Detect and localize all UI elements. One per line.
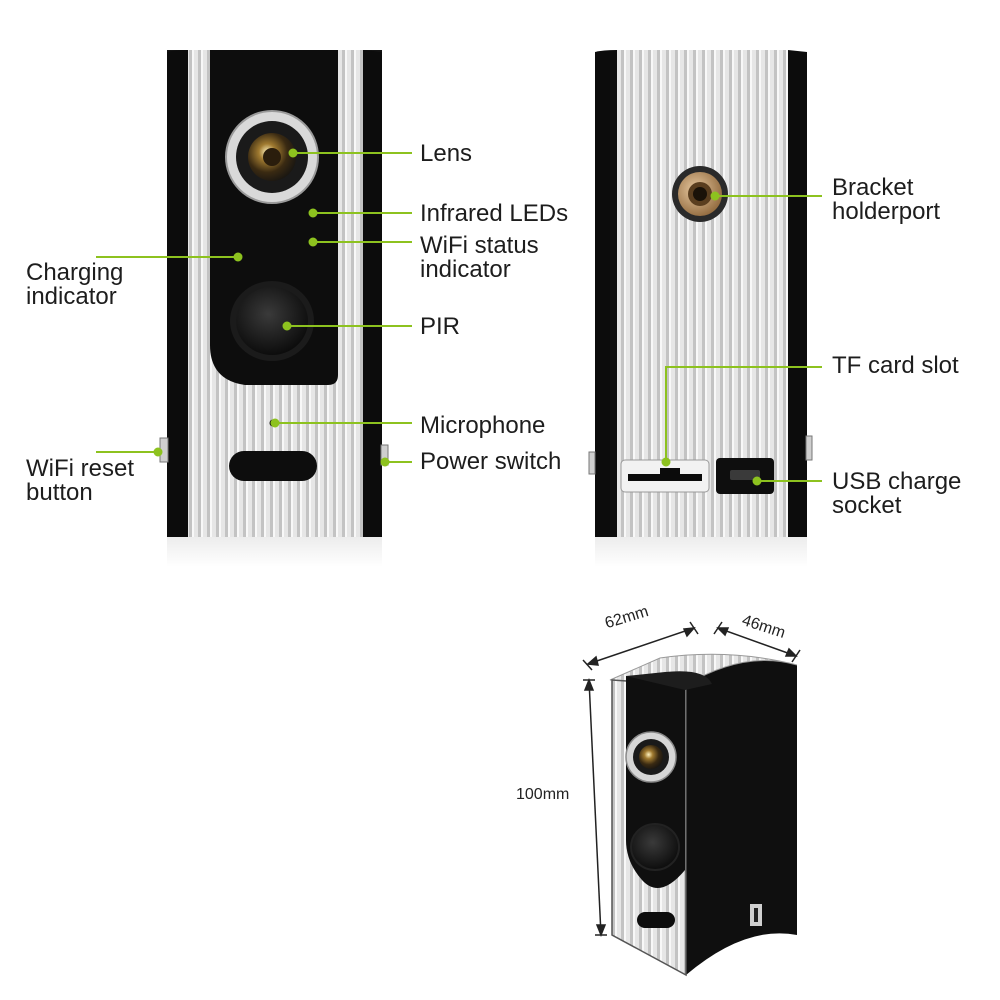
- label-microphone: Microphone: [420, 412, 546, 439]
- label-tf-card-slot: TF card slot: [832, 352, 959, 379]
- label-usb-line1: USB charge: [832, 468, 962, 495]
- label-pir: PIR: [420, 313, 461, 340]
- label-wifi-reset-line2: button: [26, 479, 93, 506]
- label-bracket-line1: Bracket: [832, 174, 914, 201]
- dimension-lines: [582, 621, 801, 938]
- isometric-device: [609, 653, 798, 977]
- tf-card-slot: [628, 474, 702, 481]
- label-charging-line2: indicator: [26, 283, 117, 310]
- label-power-switch: Power switch: [420, 448, 562, 475]
- label-lens: Lens: [420, 140, 473, 167]
- back-view-device: [588, 50, 813, 567]
- label-bracket-line2: holderport: [832, 198, 941, 225]
- front-callouts: [96, 148, 412, 467]
- front-button: [229, 451, 317, 481]
- back-callouts: [661, 191, 822, 486]
- label-infrared-leds: Infrared LEDs: [420, 200, 569, 227]
- label-wifi-reset-line1: WiFi reset: [26, 455, 134, 482]
- label-wifi-status-line2: indicator: [420, 256, 511, 283]
- front-view-device: [159, 50, 389, 567]
- label-charging-line1: Charging: [26, 259, 124, 286]
- pir-sensor: [236, 287, 308, 355]
- label-wifi-status-line1: WiFi status: [420, 232, 539, 259]
- label-usb-line2: socket: [832, 492, 902, 519]
- dimension-height: 100mm: [516, 786, 570, 803]
